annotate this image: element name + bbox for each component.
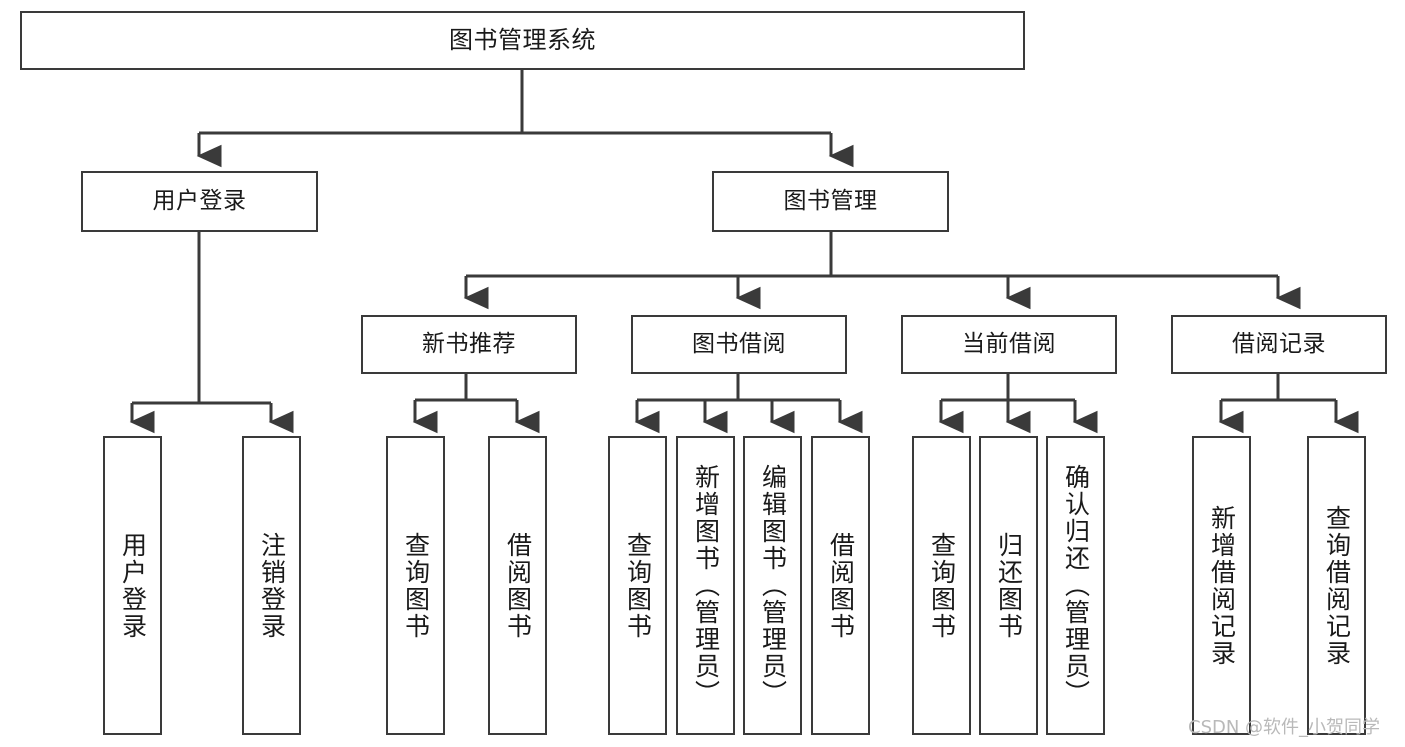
leaf-current-return-book[interactable]: 归还图书 [979, 436, 1038, 735]
node-user-login[interactable]: 用户登录 [81, 171, 318, 232]
node-label: 查询借阅记录 [1322, 504, 1352, 667]
node-book-borrowing[interactable]: 图书借阅 [631, 315, 847, 374]
node-label: 查询图书 [401, 531, 431, 640]
leaf-recommend-borrow-book[interactable]: 借阅图书 [488, 436, 547, 735]
leaf-borrow-edit-book[interactable]: 编辑图书（管理员） [743, 436, 802, 735]
node-label: 新书推荐 [422, 330, 516, 357]
node-label: 查询图书 [927, 531, 957, 640]
node-label: 编辑图书（管理员） [758, 464, 788, 707]
node-root-book-management-system[interactable]: 图书管理系统 [20, 11, 1025, 70]
node-label: 用户登录 [118, 531, 148, 640]
leaf-current-query-book[interactable]: 查询图书 [912, 436, 971, 735]
node-label: 新增借阅记录 [1207, 504, 1237, 667]
node-label: 图书管理 [783, 187, 878, 214]
node-current-borrowing[interactable]: 当前借阅 [901, 315, 1117, 374]
leaf-current-confirm-return[interactable]: 确认归还（管理员） [1046, 436, 1105, 735]
node-label: 借阅图书 [826, 531, 856, 640]
node-label: 用户登录 [152, 187, 247, 214]
node-label: 确认归还（管理员） [1061, 464, 1091, 707]
node-label: 查询图书 [623, 531, 653, 640]
csdn-watermark: CSDN @软件_小贺同学 [1188, 717, 1381, 738]
leaf-logout[interactable]: 注销登录 [242, 436, 301, 735]
leaf-borrow-borrow-book[interactable]: 借阅图书 [811, 436, 870, 735]
leaf-borrow-add-book[interactable]: 新增图书（管理员） [676, 436, 735, 735]
node-label: 图书管理系统 [449, 26, 596, 55]
node-label: 图书借阅 [692, 330, 786, 357]
leaf-record-query-record[interactable]: 查询借阅记录 [1307, 436, 1366, 735]
leaf-record-add-record[interactable]: 新增借阅记录 [1192, 436, 1251, 735]
node-label: 新增图书（管理员） [691, 464, 721, 707]
leaf-user-login[interactable]: 用户登录 [103, 436, 162, 735]
leaf-borrow-query-book[interactable]: 查询图书 [608, 436, 667, 735]
node-label: 借阅记录 [1232, 330, 1326, 357]
node-borrowing-records[interactable]: 借阅记录 [1171, 315, 1387, 374]
node-new-book-recommendation[interactable]: 新书推荐 [361, 315, 577, 374]
node-label: 归还图书 [994, 531, 1024, 640]
node-label: 借阅图书 [503, 531, 533, 640]
leaf-recommend-query-book[interactable]: 查询图书 [386, 436, 445, 735]
node-book-management[interactable]: 图书管理 [712, 171, 949, 232]
node-label: 注销登录 [257, 531, 287, 640]
node-label: 当前借阅 [962, 330, 1056, 357]
